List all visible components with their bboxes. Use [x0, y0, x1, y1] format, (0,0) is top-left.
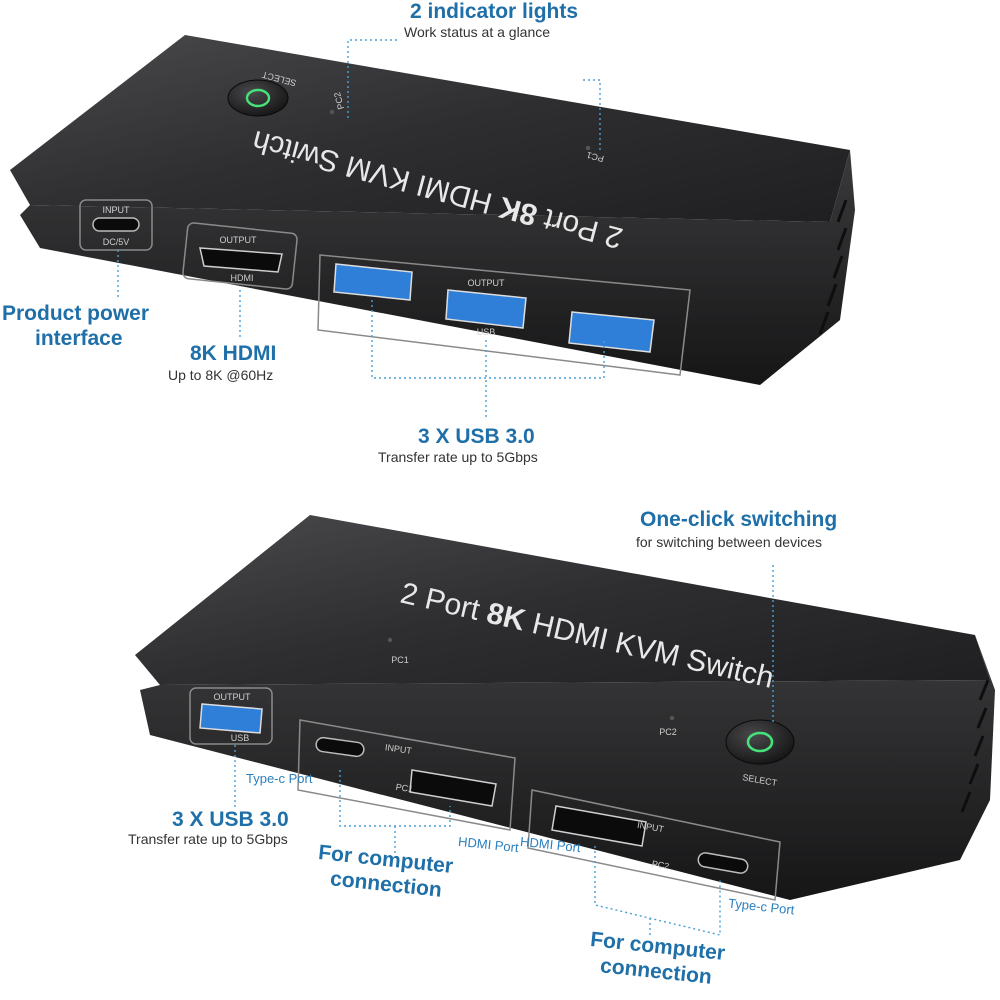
bottom-device-vents [960, 679, 990, 813]
one-click-switching-title: One-click switching [640, 508, 838, 531]
bottom-pc1-bottom-label: PC1 [395, 782, 414, 794]
top-hdmi-socket-icon [199, 247, 283, 273]
bottom-pc2-bottom-label: PC2 [651, 859, 670, 872]
bottom-led-pc2-icon [669, 715, 675, 721]
top-led-pc1-label: PC1 [585, 150, 605, 164]
hdmi-8k-title: 8K HDMI [190, 342, 277, 365]
bottom-led-pc1-label: PC1 [391, 655, 409, 665]
bottom-kvm-switch: 2 Port 8K HDMI KVM Switch PC1 PC2 SELECT… [135, 515, 995, 901]
top-usb-port-3-icon [568, 311, 655, 353]
bottom-device-top-face [135, 515, 990, 685]
top-device-vents [818, 199, 848, 335]
top-usb-port-1-icon [333, 263, 413, 301]
bottom-usb-bottom-label: USB [231, 733, 250, 743]
bottom-select-led-ring-icon [746, 731, 774, 753]
bottom-pc2-hdmi-socket-icon [551, 805, 647, 847]
bottom-pc2-typec-socket-icon [697, 852, 749, 874]
top-usb-subtitle: Transfer rate up to 5Gbps [378, 449, 538, 465]
bottom-led-pc1-icon [387, 637, 393, 643]
bottom-pc2-top-label: INPUT [636, 820, 665, 835]
top-hdmi-port: OUTPUT HDMI [182, 222, 298, 290]
bottom-usb-subtitle: Transfer rate up to 5Gbps [128, 831, 288, 847]
top-led-pc1-icon [585, 145, 591, 151]
typec-port-left-label: Type-c Port [246, 771, 313, 786]
top-typec-socket-icon [92, 217, 140, 232]
top-power-top-label: INPUT [103, 205, 131, 215]
top-led-pc2-label: PC2 [332, 91, 346, 111]
bottom-select-button[interactable] [725, 719, 795, 765]
top-device-top-face [10, 35, 850, 222]
one-click-switching-subtitle: for switching between devices [636, 534, 822, 550]
top-power-bottom-label: DC/5V [103, 237, 130, 247]
bottom-usb-port: OUTPUT USB [189, 687, 273, 745]
bottom-usb-top-label: OUTPUT [214, 692, 252, 702]
bottom-pc2-ports: INPUT PC2 [527, 789, 781, 901]
indicator-lights-title: 2 indicator lights [410, 0, 579, 23]
top-usb-top-label: OUTPUT [468, 278, 506, 288]
bottom-leader-lines [234, 565, 774, 936]
hdmi-8k-subtitle: Up to 8K @60Hz [168, 367, 274, 383]
bottom-usb-title: 3 X USB 3.0 [172, 808, 289, 831]
top-usb-title: 3 X USB 3.0 [418, 425, 535, 448]
power-interface-title-line2: interface [35, 327, 123, 350]
bottom-device-front-face [140, 635, 995, 900]
top-select-led-ring-icon [245, 88, 271, 108]
top-hdmi-top-label: OUTPUT [220, 235, 258, 245]
top-kvm-switch: 2 Port 8K HDMI KVM Switch SELECT PC2 PC1… [10, 35, 855, 385]
bottom-usb-socket-icon [199, 703, 263, 734]
top-leader-lines [117, 39, 605, 420]
bottom-led-pc2-label: PC2 [659, 727, 677, 737]
bottom-pc1-ports: INPUT PC1 [297, 719, 516, 831]
bottom-pc1-top-label: INPUT [384, 742, 413, 756]
power-interface-title-line1: Product power [2, 302, 150, 325]
top-usb-ports: OUTPUT USB [317, 254, 691, 376]
bottom-pc1-hdmi-socket-icon [409, 769, 497, 807]
top-hdmi-bottom-label: HDMI [231, 273, 254, 283]
indicator-lights-subtitle: Work status at a glance [404, 24, 551, 40]
top-power-port: INPUT DC/5V [79, 199, 153, 251]
top-select-button[interactable] [227, 79, 289, 117]
bottom-pc1-typec-socket-icon [315, 736, 365, 758]
top-led-pc2-icon [329, 109, 335, 115]
top-usb-bottom-label: USB [477, 327, 496, 337]
top-usb-port-2-icon [445, 289, 527, 329]
